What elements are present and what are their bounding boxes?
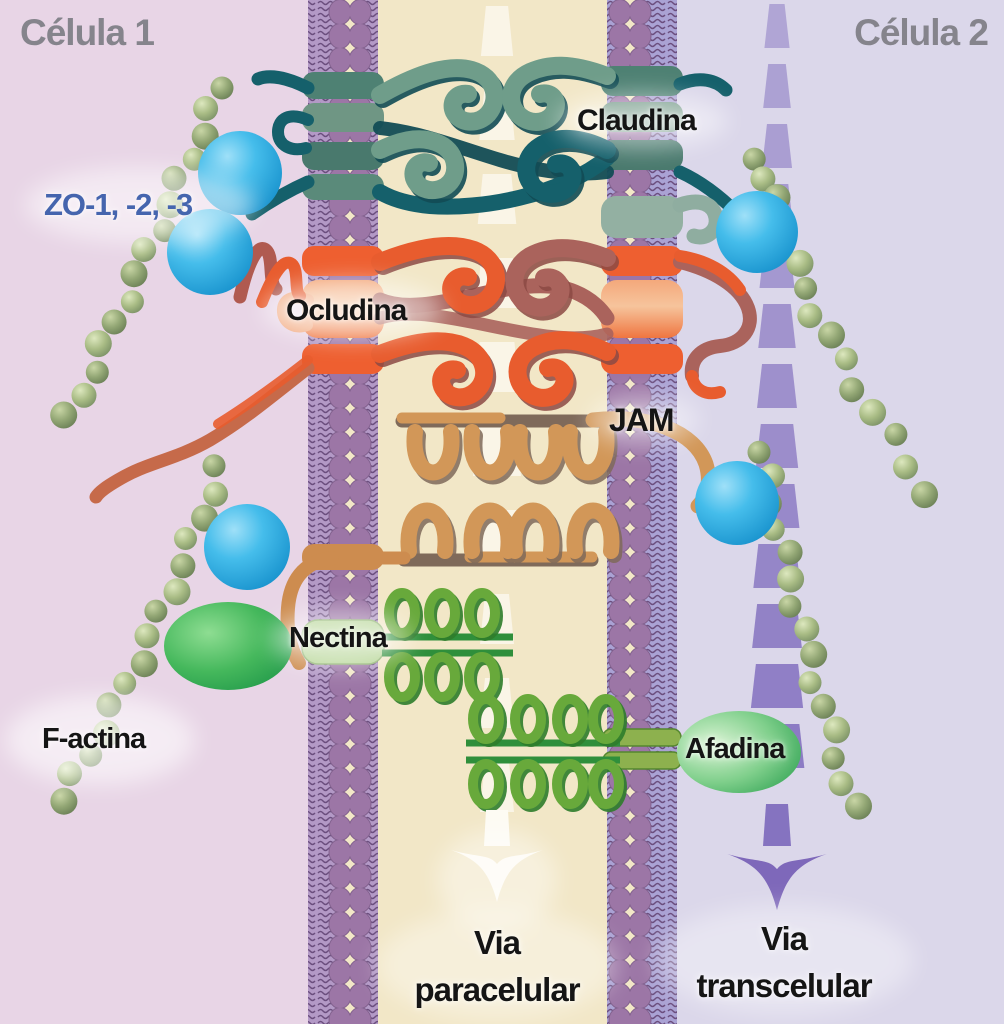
occludin-label: Ocludina bbox=[286, 294, 407, 327]
nectin-label: Nectina bbox=[289, 622, 388, 654]
actin-bead bbox=[210, 76, 234, 100]
transcellular-pathway-label: Via transcelular bbox=[664, 916, 904, 1010]
actin-bead bbox=[800, 640, 828, 668]
actin-bead bbox=[193, 96, 219, 121]
actin-bead bbox=[786, 249, 814, 277]
paracellular-line1: Via bbox=[474, 924, 521, 961]
actin-bead bbox=[84, 330, 112, 358]
actin-bead bbox=[797, 303, 823, 329]
actin-bead bbox=[71, 382, 97, 408]
actin-bead bbox=[120, 290, 144, 314]
factin-label: F-actina bbox=[42, 723, 146, 755]
actin-bead bbox=[818, 321, 845, 349]
actin-bead bbox=[747, 440, 771, 464]
jam-label: JAM bbox=[609, 402, 675, 438]
transcellular-flow-dash bbox=[764, 4, 790, 48]
paracellular-flow-dash bbox=[480, 6, 514, 56]
transcellular-flow-dash bbox=[750, 664, 804, 708]
actin-bead bbox=[203, 481, 228, 507]
actin-bead bbox=[163, 578, 191, 606]
actin-bead bbox=[798, 671, 822, 695]
actin-bead bbox=[170, 553, 196, 579]
actin-bead bbox=[911, 481, 938, 509]
afadin-label: Afadina bbox=[685, 733, 785, 765]
cell2-membrane bbox=[607, 0, 677, 1024]
actin-bead bbox=[794, 276, 818, 300]
actin-bead bbox=[50, 787, 78, 815]
actin-bead bbox=[750, 166, 776, 192]
actin-bead bbox=[845, 792, 872, 820]
actin-bead bbox=[144, 599, 168, 623]
actin-bead bbox=[821, 746, 845, 770]
transcellular-line2: transcelular bbox=[696, 966, 872, 1004]
transcellular-flow-dash bbox=[763, 64, 791, 108]
actin-bead bbox=[834, 347, 858, 371]
actin-bead bbox=[202, 454, 226, 478]
actin-bead bbox=[823, 716, 851, 744]
actin-bead bbox=[777, 565, 805, 593]
actin-bead bbox=[810, 693, 836, 719]
transcellular-flow-dash bbox=[761, 124, 793, 168]
actin-bead bbox=[101, 309, 127, 335]
cell1-membrane bbox=[308, 0, 378, 1024]
claudin-strands bbox=[245, 56, 745, 245]
zo-label: ZO-1, -2, -3 bbox=[44, 187, 193, 222]
actin-bead bbox=[85, 360, 109, 384]
label-glows bbox=[5, 93, 914, 1020]
actin-bead bbox=[113, 671, 137, 695]
transcellular-arrowhead bbox=[727, 804, 827, 911]
actin-bead bbox=[828, 771, 854, 797]
paracellular-line2: paracelular bbox=[414, 970, 580, 1008]
afadin-oval-left bbox=[164, 602, 292, 690]
actin-bead bbox=[174, 527, 197, 550]
actin-bead bbox=[778, 594, 802, 618]
actin-bead bbox=[130, 650, 158, 678]
actin-bead bbox=[50, 401, 78, 429]
actin-bead bbox=[777, 539, 803, 565]
actin-bead bbox=[131, 237, 157, 262]
f-actin-chain bbox=[747, 440, 872, 820]
cell2-label: Célula 2 bbox=[854, 12, 989, 53]
actin-bead bbox=[839, 377, 865, 403]
actin-bead bbox=[884, 422, 908, 446]
afadin-oval-right bbox=[677, 711, 801, 793]
transcellular-line1: Via bbox=[761, 920, 808, 957]
actin-bead bbox=[794, 616, 820, 642]
transcellular-flow-dash bbox=[758, 304, 796, 348]
claudin-label: Claudina bbox=[577, 104, 697, 137]
actin-bead bbox=[859, 398, 887, 426]
actin-bead bbox=[134, 623, 160, 649]
actin-bead bbox=[120, 260, 148, 288]
actin-bead bbox=[893, 454, 918, 480]
paracellular-pathway-label: Via paracelular bbox=[377, 920, 617, 1014]
cell1-label: Célula 1 bbox=[20, 12, 155, 53]
transcellular-flow-dash bbox=[757, 364, 797, 408]
nectin-strands bbox=[382, 588, 627, 812]
actin-bead bbox=[742, 147, 766, 171]
